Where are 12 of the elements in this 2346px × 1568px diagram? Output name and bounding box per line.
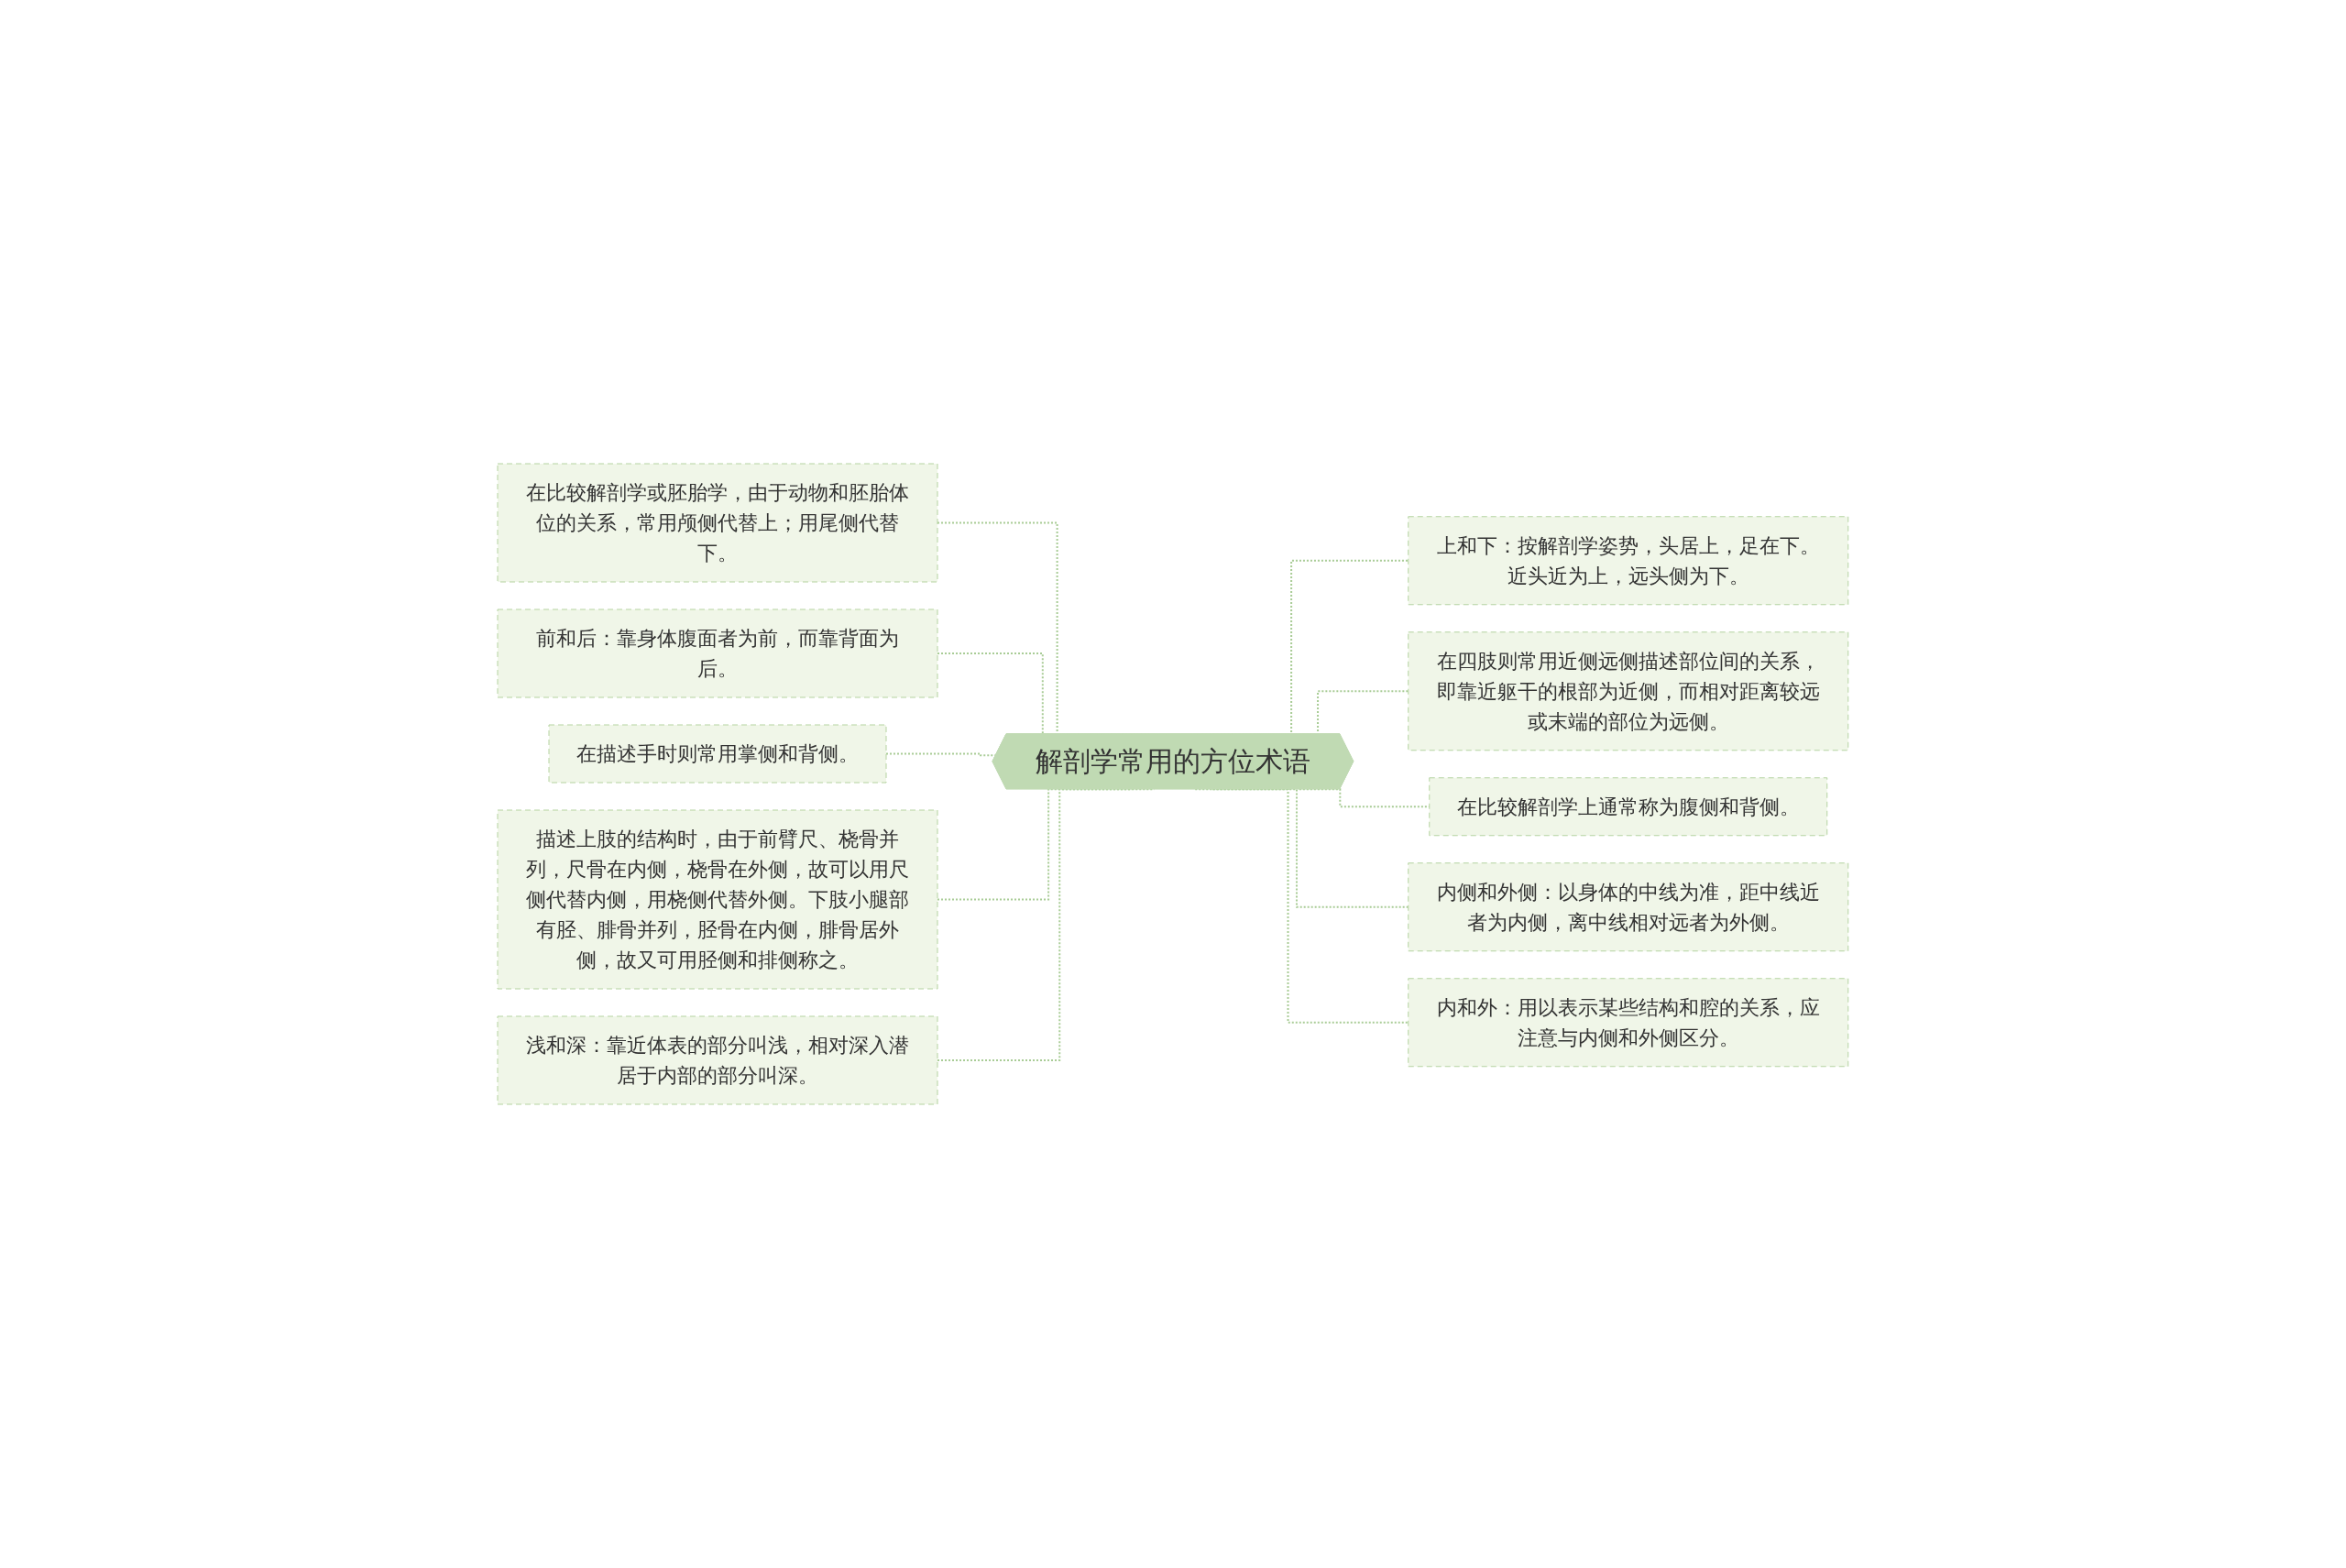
- node-box: 内侧和外侧：以身体的中线为准，距中线近者为内侧，离中线相对远者为外侧。: [1408, 862, 1849, 952]
- node-box: 描述上肢的结构时，由于前臂尺、桡骨并列，尺骨在内侧，桡骨在外侧，故可以用尺侧代替内侧，用桡侧代替外侧。下肢小腿部有胫、腓骨并列，胫骨在内侧，腓骨居外侧，故又可用胫侧和排侧称之。: [497, 809, 938, 990]
- node-box: 在四肢则常用近侧远侧描述部位间的关系，即靠近躯干的根部为近侧，而相对距离较远或末端的部位为远侧。: [1408, 631, 1849, 751]
- node-box: 在比较解剖学或胚胎学，由于动物和胚胎体位的关系，常用颅侧代替上；用尾侧代替下。: [497, 463, 938, 583]
- node-box: 浅和深：靠近体表的部分叫浅，相对深入潜居于内部的部分叫深。: [497, 1015, 938, 1105]
- node-box: 上和下：按解剖学姿势，头居上，足在下。近头近为上，远头侧为下。: [1408, 516, 1849, 606]
- node-box: 在比较解剖学上通常称为腹侧和背侧。: [1429, 777, 1828, 837]
- connector: [1194, 788, 1409, 1024]
- node-box: 前和后：靠身体腹面者为前，而靠背面为后。: [497, 609, 938, 698]
- node-box: 内和外：用以表示某些结构和腔的关系，应注意与内侧和外侧区分。: [1408, 978, 1849, 1068]
- node-box: 在描述手时则常用掌侧和背侧。: [548, 724, 887, 784]
- connector: [1211, 788, 1409, 908]
